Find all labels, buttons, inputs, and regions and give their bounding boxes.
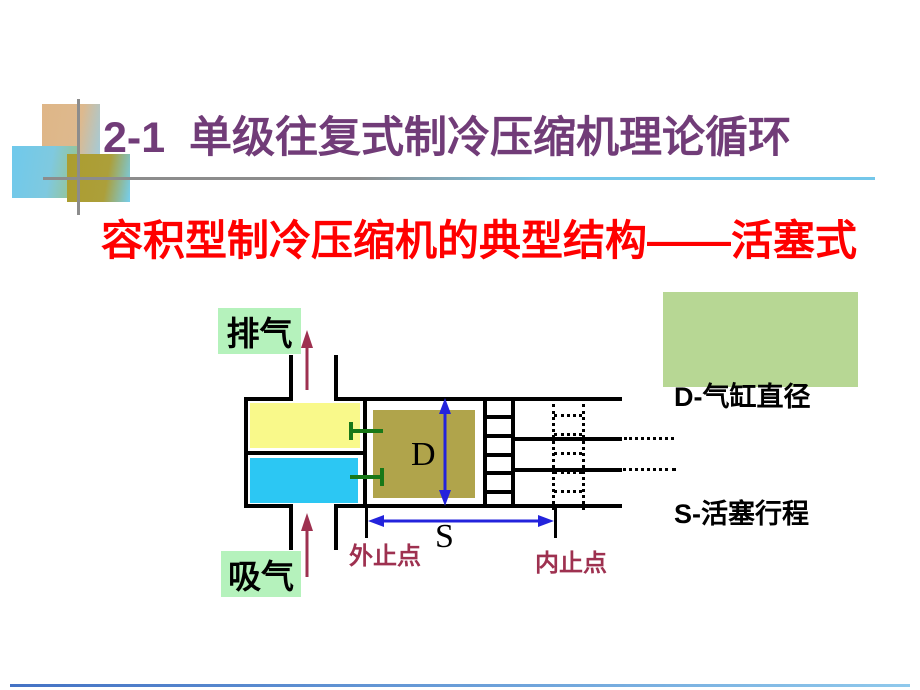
discharge-chamber (250, 403, 360, 448)
stroke-tick-outer (365, 507, 368, 538)
piston (373, 410, 475, 498)
legend-line-bore: D-气缸直径 (674, 382, 811, 412)
ring-rung (487, 471, 511, 475)
suction-valve-line (350, 475, 384, 479)
ring-ladder-right-rail (511, 397, 515, 508)
rod-top-line (515, 437, 622, 441)
rod-bottom-dotted (598, 468, 676, 471)
stroke-dimension-label: S (435, 518, 454, 555)
top-wall-left (244, 397, 293, 401)
inner-dead-center-label: 内止点 (535, 550, 607, 577)
rod-bottom-line (515, 468, 622, 472)
ring-rung (487, 434, 511, 438)
suction-duct-right (334, 506, 338, 550)
stroke-dimension-arrow-icon (368, 515, 554, 527)
suction-duct-left (289, 506, 293, 550)
suction-label-text: 吸气 (228, 558, 294, 595)
chamber-divider (244, 451, 367, 455)
suction-flow-arrow-icon (301, 513, 313, 577)
dashed-piston-rung (554, 414, 582, 417)
rod-top-dotted (624, 437, 674, 440)
dashed-piston-rung (554, 433, 582, 436)
suction-valve-bar (380, 468, 384, 486)
discharge-label: 排气 (218, 308, 301, 354)
discharge-valve-bar (349, 422, 353, 440)
ring-rung (487, 453, 511, 457)
slide-subtitle: 容积型制冷压缩机的典型结构——活塞式 (101, 217, 858, 264)
dashed-piston-rung (554, 471, 582, 474)
slide-title: 2-1 单级往复式制冷压缩机理论循环 (103, 114, 792, 162)
discharge-valve-line (350, 429, 383, 433)
stroke-tick-inner (554, 507, 557, 538)
dashed-piston-rung (554, 452, 582, 455)
outer-dead-center-label: 外止点 (349, 543, 421, 570)
dashed-piston-left-edge (552, 404, 555, 510)
decor-vertical-line (77, 99, 80, 215)
legend-line-stroke: S-活塞行程 (674, 499, 809, 529)
ring-rung (487, 415, 511, 419)
legend-box: D-气缸直径 S-活塞行程 (663, 292, 858, 529)
top-wall-main (334, 397, 622, 401)
bottom-rule (10, 684, 910, 687)
discharge-duct-left (289, 355, 293, 399)
bore-dimension-label: D (411, 436, 436, 473)
dashed-piston-rung (554, 490, 582, 493)
suction-chamber (250, 458, 358, 503)
title-underline (43, 177, 875, 180)
discharge-label-text: 排气 (226, 315, 293, 352)
discharge-flow-arrow-icon (301, 330, 313, 390)
ring-rung (487, 490, 511, 494)
bore-dimension-arrow-icon (439, 398, 451, 506)
suction-label: 吸气 (221, 551, 301, 597)
dashed-piston-right-edge (582, 404, 585, 510)
ring-ladder-left-rail (483, 397, 487, 508)
discharge-duct-right (334, 355, 338, 399)
bottom-wall-main (334, 504, 622, 508)
bottom-wall-left (244, 504, 293, 508)
